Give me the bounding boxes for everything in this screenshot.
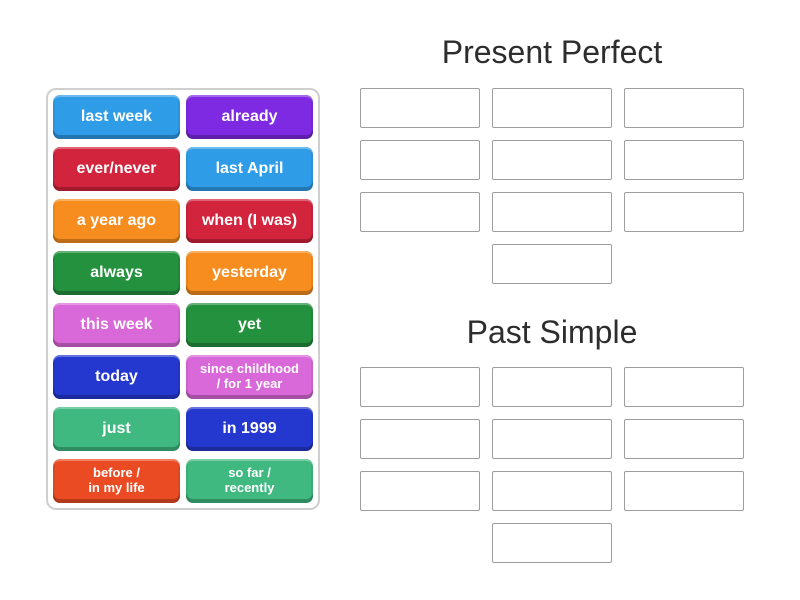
word-tile-label: already	[221, 107, 278, 125]
drop-slot[interactable]	[492, 470, 612, 511]
word-tile-label: yet	[237, 315, 262, 333]
drop-slot[interactable]	[624, 191, 744, 232]
drop-slot[interactable]	[492, 366, 612, 407]
word-tile[interactable]: always	[53, 251, 180, 295]
drop-slot[interactable]	[360, 470, 480, 511]
word-tile-label: in 1999	[222, 419, 277, 437]
drop-slot[interactable]	[624, 139, 744, 180]
word-tile[interactable]: when (I was)	[186, 199, 313, 243]
groups-column: Present Perfect Past Simple	[360, 0, 744, 563]
word-tile-label: before /in my life	[88, 465, 145, 495]
word-tile-label: this week	[80, 315, 153, 333]
word-tile[interactable]: last April	[186, 147, 313, 191]
word-tile-label: last week	[80, 107, 153, 125]
word-tile-label: ever/never	[76, 159, 157, 177]
drop-slot[interactable]	[360, 87, 480, 128]
drop-slot[interactable]	[624, 366, 744, 407]
word-tile-label: today	[95, 367, 138, 385]
word-tile-label: just	[102, 419, 131, 437]
drop-slot[interactable]	[624, 470, 744, 511]
word-tile[interactable]: since childhood/ for 1 year	[186, 355, 313, 399]
drop-slot[interactable]	[360, 139, 480, 180]
word-tile[interactable]: before /in my life	[53, 459, 180, 503]
drop-slot[interactable]	[492, 522, 612, 563]
word-tile[interactable]: just	[53, 407, 180, 451]
drop-slot[interactable]	[492, 418, 612, 459]
drop-slot[interactable]	[360, 366, 480, 407]
tile-panel: last week already ever/never last April a ye…	[46, 88, 320, 510]
word-tile[interactable]: a year ago	[53, 199, 180, 243]
word-tile-label: so far /recently	[224, 465, 275, 495]
word-tile[interactable]: last week	[53, 95, 180, 139]
word-tile[interactable]: yesterday	[186, 251, 313, 295]
drop-slot[interactable]	[492, 243, 612, 284]
word-tile-label: when (I was)	[201, 211, 298, 229]
word-tile[interactable]: yet	[186, 303, 313, 347]
drop-slot[interactable]	[624, 418, 744, 459]
word-tile-label: since childhood/ for 1 year	[200, 361, 299, 391]
word-tile-label: yesterday	[212, 263, 287, 281]
drop-slot[interactable]	[492, 139, 612, 180]
word-tile-label: always	[90, 263, 143, 281]
group-title-present-perfect: Present Perfect	[441, 34, 663, 70]
drop-slot[interactable]	[492, 191, 612, 232]
drop-slot[interactable]	[360, 418, 480, 459]
drop-slot[interactable]	[492, 87, 612, 128]
drop-slot[interactable]	[360, 191, 480, 232]
word-tile[interactable]: today	[53, 355, 180, 399]
word-tile-label: a year ago	[76, 211, 157, 229]
word-tile[interactable]: so far /recently	[186, 459, 313, 503]
word-tile[interactable]: this week	[53, 303, 180, 347]
word-tile[interactable]: ever/never	[53, 147, 180, 191]
group-title-past-simple: Past Simple	[466, 313, 638, 350]
slots-past-simple	[360, 366, 744, 563]
slots-present-perfect	[360, 87, 744, 284]
word-tile[interactable]: already	[186, 95, 313, 139]
word-tile[interactable]: in 1999	[186, 407, 313, 451]
word-tile-label: last April	[215, 159, 284, 177]
drop-slot[interactable]	[624, 87, 744, 128]
